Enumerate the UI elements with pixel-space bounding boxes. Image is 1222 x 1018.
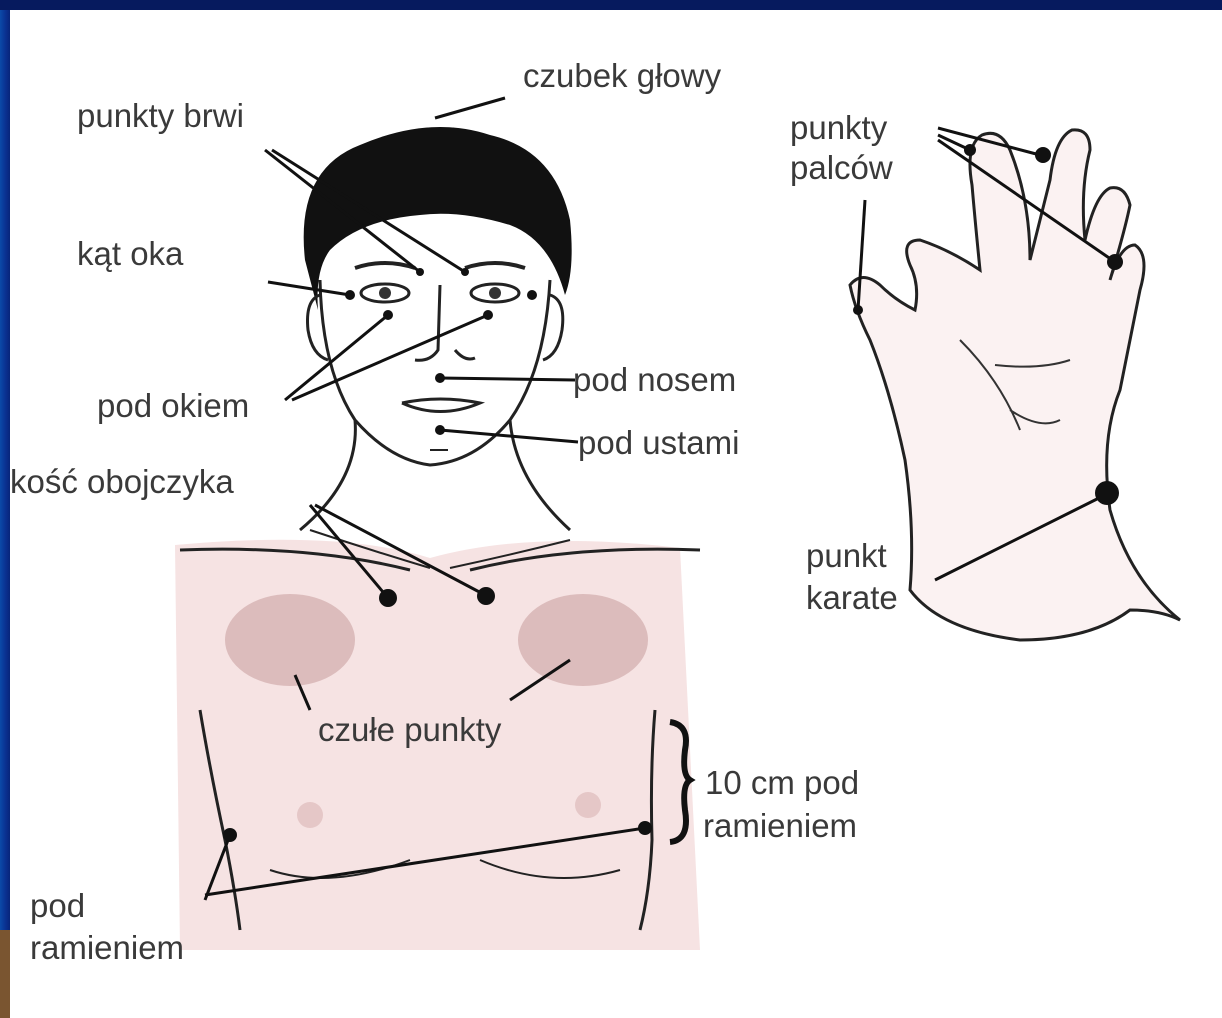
label-punkt-karate-line2: karate [806,580,898,616]
tapping-points-illustration [10,10,1222,1018]
nose [415,285,475,360]
nipple-right [575,792,601,818]
dot-under-eye-right [483,310,493,320]
hand-outline [850,130,1180,640]
label-10cm-line2: ramieniem [703,808,857,844]
nipple-left [297,802,323,828]
dot-eyebrow-left [416,268,424,276]
hair [304,127,572,310]
dot-under-lip [435,425,445,435]
pupil-right [489,287,501,299]
dot-finger-2 [964,144,976,156]
label-czubek-glowy: czubek głowy [523,58,721,94]
label-pod-ramieniem-line1: pod [30,888,85,924]
diagram-canvas: czubek głowy punkty brwi kąt oka pod oki… [10,10,1222,1018]
dot-under-eye-left [383,310,393,320]
label-punkt-karate-line1: punkt [806,538,887,574]
dot-eye-corner-right [527,290,537,300]
label-pod-nosem: pod nosem [573,362,736,398]
label-punkty-palcow-line1: punkty [790,110,887,146]
dot-eyebrow-right [461,268,469,276]
dot-underarm-left [223,828,237,842]
left-edge-strip [0,930,10,1018]
label-punkty-brwi: punkty brwi [77,98,244,134]
label-pod-ustami: pod ustami [578,425,739,461]
tender-area-left [225,594,355,686]
dot-eye-corner-left [345,290,355,300]
dot-finger-1 [1035,147,1051,163]
tender-area-right [518,594,648,686]
eyebrow-right [465,263,525,268]
dot-collarbone-left [379,589,397,607]
label-kat-oka: kąt oka [77,236,183,272]
dot-underarm-right [638,821,652,835]
label-kosc-obojczyka: kość obojczyka [10,464,234,500]
label-punkty-palcow-line2: palców [790,150,893,186]
dot-thumb [853,305,863,315]
eyebrow-left [355,263,415,268]
label-10cm-line1: 10 cm pod [705,765,859,801]
label-czule-punkty: czułe punkty [318,712,501,748]
dot-under-nose [435,373,445,383]
dot-collarbone-right [477,587,495,605]
dot-finger-3 [1107,254,1123,270]
dot-karate [1095,481,1119,505]
label-pod-okiem: pod okiem [97,388,249,424]
label-pod-ramieniem-line2: ramieniem [30,930,184,966]
pupil-left [379,287,391,299]
mouth [402,399,480,412]
top-band [0,0,1222,10]
